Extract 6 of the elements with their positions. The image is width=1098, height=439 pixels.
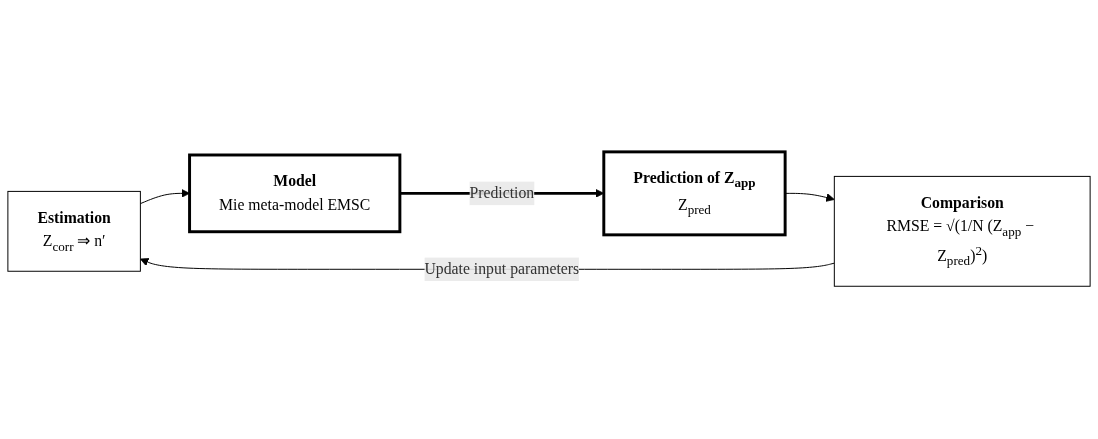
edge-label: Update input parameters — [424, 260, 580, 278]
node-box: Comparison RMSE = √(1/N (Z$_{app}$ − Z$_{pred}$)$^{2}$) — [833, 176, 1091, 288]
node-box: Prediction of Z$_{app}$ Z$_{pred}$ — [602, 150, 787, 237]
node-box: Estimation Z$_{corr}$ ⇒ n′ — [7, 191, 141, 273]
node-box: Model Mie meta-model EMSC — [188, 153, 402, 234]
edge-label: Prediction — [469, 184, 535, 202]
